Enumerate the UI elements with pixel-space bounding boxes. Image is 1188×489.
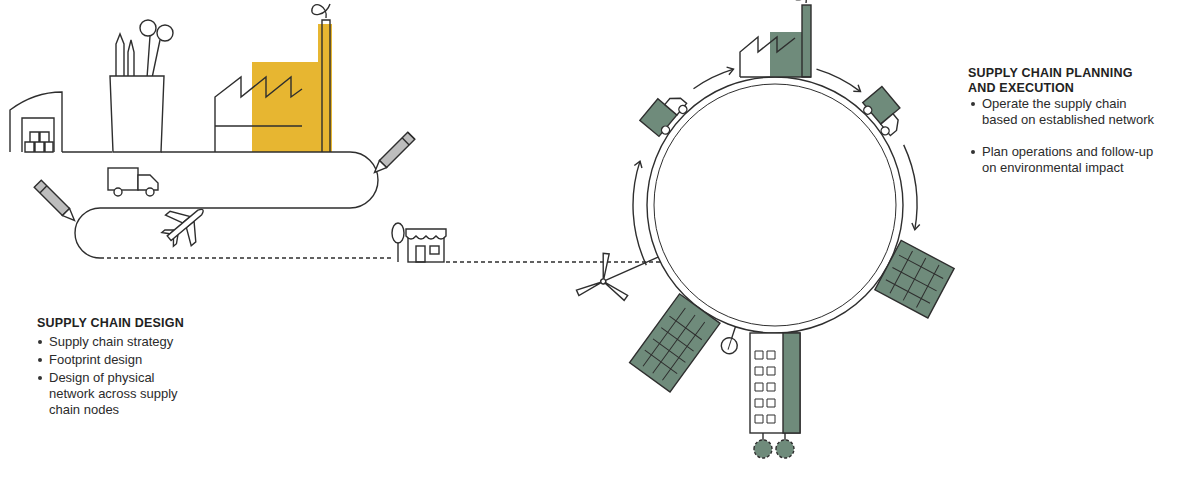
truck-wheel xyxy=(677,104,688,115)
flow-line xyxy=(161,151,215,152)
building-block xyxy=(630,294,720,392)
factory-base xyxy=(740,76,811,77)
chimney xyxy=(802,5,811,77)
tree-icon xyxy=(719,324,743,356)
shop-door xyxy=(416,246,425,262)
tree-crown xyxy=(776,440,794,458)
cycle-arrow xyxy=(633,161,646,265)
building-grid xyxy=(637,303,712,385)
dashed-flow-line xyxy=(100,257,392,258)
scissors-blades xyxy=(147,36,160,78)
bullet-text: Plan operations and follow-up on environ… xyxy=(982,144,1154,176)
smoke-curl xyxy=(793,0,812,3)
truck-wheel xyxy=(879,125,890,136)
pencil-tip xyxy=(371,160,387,176)
pencil-cup-icon xyxy=(110,20,173,152)
scissors-handle xyxy=(140,20,156,36)
tree-trunk xyxy=(397,243,398,262)
turbine-hub xyxy=(600,278,607,285)
factory-roof xyxy=(740,37,795,77)
truck-box xyxy=(108,168,138,190)
tree-trunk xyxy=(732,327,736,338)
tree-crown xyxy=(754,440,772,458)
bullet-text: Footprint design xyxy=(49,352,219,368)
building-shade xyxy=(783,333,800,433)
truck-wheel xyxy=(146,188,154,196)
plane-icon xyxy=(155,195,216,255)
design-illustration xyxy=(10,4,660,262)
shop-awning xyxy=(406,229,446,239)
tree-crown xyxy=(719,336,739,356)
cycle-ring xyxy=(647,77,903,333)
dashed-connector xyxy=(446,261,660,262)
truck-icon xyxy=(640,87,691,139)
cup-pen xyxy=(128,40,134,78)
truck-wheel xyxy=(660,124,671,135)
execution-illustration xyxy=(567,0,954,458)
building-icon xyxy=(875,240,954,318)
flow-line xyxy=(62,151,112,152)
warehouse-icon xyxy=(10,92,62,152)
turbine-blade xyxy=(600,253,609,281)
tree-trunk xyxy=(763,433,785,441)
building-grid xyxy=(881,246,948,312)
bullet-dot xyxy=(971,102,975,106)
bullet-dot xyxy=(38,376,42,380)
cycle-arrow xyxy=(694,69,734,89)
smoke-curl xyxy=(312,4,330,18)
plane-fuselage xyxy=(167,208,205,241)
factory-floor-line xyxy=(215,125,302,126)
building-block xyxy=(875,240,954,318)
pencil-icon xyxy=(34,180,78,224)
shop-window xyxy=(430,246,439,254)
pencil-body xyxy=(379,132,414,167)
bullet-text: Supply chain strategy xyxy=(49,334,219,350)
flow-line xyxy=(75,152,378,258)
shop-tree xyxy=(392,223,404,243)
cup-pencil xyxy=(116,34,124,78)
warehouse-boxes xyxy=(25,132,53,152)
cycle-ring-inner xyxy=(654,84,896,326)
building-icon xyxy=(750,333,800,458)
bullet-dot xyxy=(38,358,42,362)
bullet-dot xyxy=(38,340,42,344)
factory-icon xyxy=(740,0,812,77)
truck-icon xyxy=(859,87,910,139)
cycle-arrow xyxy=(904,145,917,230)
bullet-text: Design of physical network across supply… xyxy=(49,370,189,418)
chimney-outline xyxy=(322,20,330,152)
factory-fill xyxy=(252,62,322,152)
truck-wheel xyxy=(862,105,873,116)
shop-icon xyxy=(392,223,446,262)
warehouse-outline xyxy=(10,92,62,152)
building-windows xyxy=(755,351,775,423)
turbine-pole xyxy=(603,257,658,281)
section-heading: SUPPLY CHAIN PLANNING AND EXECUTION xyxy=(968,66,1153,96)
pencil-body xyxy=(34,180,69,215)
building-icon xyxy=(630,294,720,392)
scissors-handle xyxy=(157,25,173,41)
wind-turbine-icon xyxy=(567,234,668,317)
pencil-band xyxy=(402,132,415,145)
building-block xyxy=(750,333,800,433)
cup-outline xyxy=(110,76,164,152)
truck-icon xyxy=(108,168,158,196)
factory-icon xyxy=(215,4,332,152)
warehouse-door xyxy=(22,118,54,152)
shop-wall xyxy=(408,236,444,262)
tree-branch xyxy=(728,338,732,349)
factory-roof xyxy=(215,77,302,152)
pencil-icon xyxy=(371,132,415,176)
plane-wings xyxy=(165,204,205,246)
truck-wheel xyxy=(114,188,122,196)
pencil-band xyxy=(40,186,47,193)
bullet-text: Operate the supply chain based on establ… xyxy=(982,96,1154,128)
section-heading: SUPPLY CHAIN DESIGN xyxy=(37,316,297,331)
pencil-tip xyxy=(62,208,78,224)
cycle-arrow xyxy=(817,69,861,91)
bullet-dot xyxy=(971,150,975,154)
